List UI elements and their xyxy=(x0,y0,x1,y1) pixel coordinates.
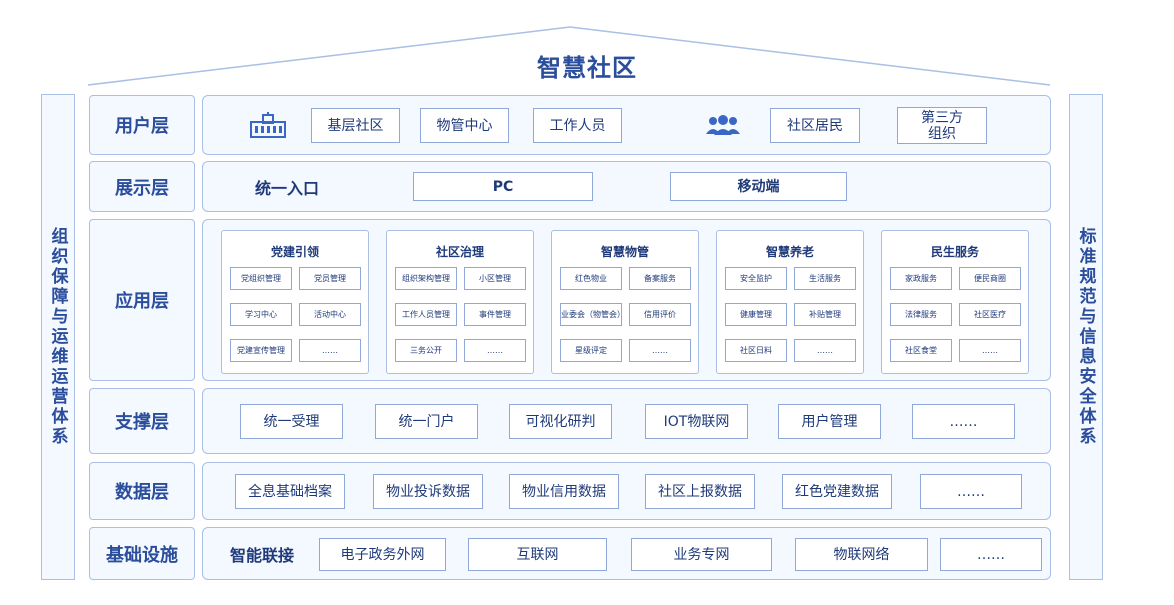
app-sub-item[interactable]: 社区日料 xyxy=(725,339,787,362)
layer-label-app: 应用层 xyxy=(89,219,195,381)
infra-item[interactable]: 电子政务外网 xyxy=(319,538,446,571)
layer-label-user: 用户层 xyxy=(89,95,195,155)
app-sub-item[interactable]: 红色物业 xyxy=(560,267,622,290)
app-sub-item[interactable]: 星级评定 xyxy=(560,339,622,362)
layer-panel-data: 全息基础档案 物业投诉数据 物业信用数据 社区上报数据 红色党建数据 …… xyxy=(202,462,1051,520)
app-sub-item[interactable]: 社区食堂 xyxy=(890,339,952,362)
app-sub-item[interactable]: 学习中心 xyxy=(230,303,292,326)
display-entry: 统一入口 xyxy=(255,178,320,198)
page-title: 智慧社区 xyxy=(537,54,637,82)
layer-panel-infra: 智能联接 电子政务外网 互联网 业务专网 物联网络 …… xyxy=(202,527,1051,580)
app-sub-item[interactable]: 党组织管理 xyxy=(230,267,292,290)
app-sub-item[interactable]: 社区医疗 xyxy=(959,303,1021,326)
app-sub-item[interactable]: 业委会（物管会） xyxy=(560,303,625,326)
data-item[interactable]: 红色党建数据 xyxy=(782,474,892,509)
app-sub-item[interactable]: 党员管理 xyxy=(299,267,361,290)
layer-panel-app: 党建引领 党组织管理 党员管理 学习中心 活动中心 党建宣传管理 …… 社区治理… xyxy=(202,219,1051,381)
side-panel-org: 组织保障与运维运营体系 xyxy=(41,94,75,580)
support-item[interactable]: 统一门户 xyxy=(375,404,478,439)
app-sub-item[interactable]: 小区管理 xyxy=(464,267,526,290)
roof-outline xyxy=(87,26,1051,86)
side-label-standard: 标准规范与信息安全体系 xyxy=(1075,227,1096,447)
app-card-title: 党建引领 xyxy=(270,245,319,259)
layer-label-data: 数据层 xyxy=(89,462,195,520)
infra-item[interactable]: 物联网络 xyxy=(795,538,928,571)
app-sub-item[interactable]: …… xyxy=(464,339,526,362)
app-sub-item[interactable]: 补贴管理 xyxy=(794,303,856,326)
app-sub-item[interactable]: 家政服务 xyxy=(890,267,952,290)
side-panel-standard: 标准规范与信息安全体系 xyxy=(1069,94,1103,580)
user-item[interactable]: 基层社区 xyxy=(311,108,400,143)
app-card[interactable]: 智慧物管 红色物业 备案服务 业委会（物管会） 信用评价 星级评定 …… xyxy=(551,230,699,374)
user-item[interactable]: 第三方 组织 xyxy=(897,107,987,144)
support-item[interactable]: …… xyxy=(912,404,1015,439)
support-item[interactable]: 用户管理 xyxy=(778,404,881,439)
layer-panel-support: 统一受理 统一门户 可视化研判 IOT物联网 用户管理 …… xyxy=(202,388,1051,454)
app-sub-item[interactable]: 三务公开 xyxy=(395,339,457,362)
display-item-pc[interactable]: PC xyxy=(413,172,593,201)
app-sub-item[interactable]: 法律服务 xyxy=(890,303,952,326)
data-item[interactable]: 全息基础档案 xyxy=(235,474,345,509)
app-card[interactable]: 智慧养老 安全监护 生活服务 健康管理 补贴管理 社区日料 …… xyxy=(716,230,864,374)
layer-label-support: 支撑层 xyxy=(89,388,195,454)
app-card[interactable]: 党建引领 党组织管理 党员管理 学习中心 活动中心 党建宣传管理 …… xyxy=(221,230,369,374)
support-item[interactable]: IOT物联网 xyxy=(645,404,748,439)
layer-panel-user: 基层社区 物管中心 工作人员 社区居民 第三方 组织 xyxy=(202,95,1051,155)
app-card[interactable]: 社区治理 组织架构管理 小区管理 工作人员管理 事件管理 三务公开 …… xyxy=(386,230,534,374)
app-sub-item[interactable]: 活动中心 xyxy=(299,303,361,326)
support-item[interactable]: 可视化研判 xyxy=(509,404,612,439)
layer-label-infra: 基础设施 xyxy=(89,527,195,580)
infra-entry: 智能联接 xyxy=(230,545,295,565)
app-sub-item[interactable]: 工作人员管理 xyxy=(395,303,457,326)
app-sub-item[interactable]: 健康管理 xyxy=(725,303,787,326)
app-card-title: 民生服务 xyxy=(930,245,979,259)
data-item[interactable]: 物业投诉数据 xyxy=(373,474,483,509)
app-card-title: 智慧物管 xyxy=(600,245,649,259)
app-card-title: 智慧养老 xyxy=(765,245,814,259)
infra-item[interactable]: …… xyxy=(940,538,1042,571)
app-sub-item[interactable]: 事件管理 xyxy=(464,303,526,326)
app-sub-item[interactable]: …… xyxy=(959,339,1021,362)
data-item[interactable]: 社区上报数据 xyxy=(645,474,755,509)
app-sub-item[interactable]: 便民商圈 xyxy=(959,267,1021,290)
user-item[interactable]: 工作人员 xyxy=(533,108,622,143)
data-item[interactable]: …… xyxy=(920,474,1022,509)
app-sub-item[interactable]: 党建宣传管理 xyxy=(230,339,292,362)
support-item[interactable]: 统一受理 xyxy=(240,404,343,439)
app-sub-item[interactable]: 备案服务 xyxy=(629,267,691,290)
user-item[interactable]: 社区居民 xyxy=(770,108,860,143)
layer-panel-display: 统一入口 PC 移动端 xyxy=(202,161,1051,212)
app-sub-item[interactable]: 信用评价 xyxy=(629,303,691,326)
app-card[interactable]: 民生服务 家政服务 便民商圈 法律服务 社区医疗 社区食堂 …… xyxy=(881,230,1029,374)
people-icon xyxy=(706,115,740,135)
display-item-mobile[interactable]: 移动端 xyxy=(670,172,847,201)
infra-item[interactable]: 业务专网 xyxy=(631,538,772,571)
layer-label-display: 展示层 xyxy=(89,161,195,212)
app-sub-item[interactable]: 组织架构管理 xyxy=(395,267,457,290)
user-item[interactable]: 物管中心 xyxy=(420,108,509,143)
app-sub-item[interactable]: 安全监护 xyxy=(725,267,787,290)
app-sub-item[interactable]: …… xyxy=(299,339,361,362)
app-sub-item[interactable]: …… xyxy=(629,339,691,362)
infra-item[interactable]: 互联网 xyxy=(468,538,607,571)
data-item[interactable]: 物业信用数据 xyxy=(509,474,619,509)
side-label-org: 组织保障与运维运营体系 xyxy=(47,227,68,447)
building-icon xyxy=(250,112,286,138)
app-sub-item[interactable]: 生活服务 xyxy=(794,267,856,290)
app-sub-item[interactable]: …… xyxy=(794,339,856,362)
app-card-title: 社区治理 xyxy=(435,245,484,259)
